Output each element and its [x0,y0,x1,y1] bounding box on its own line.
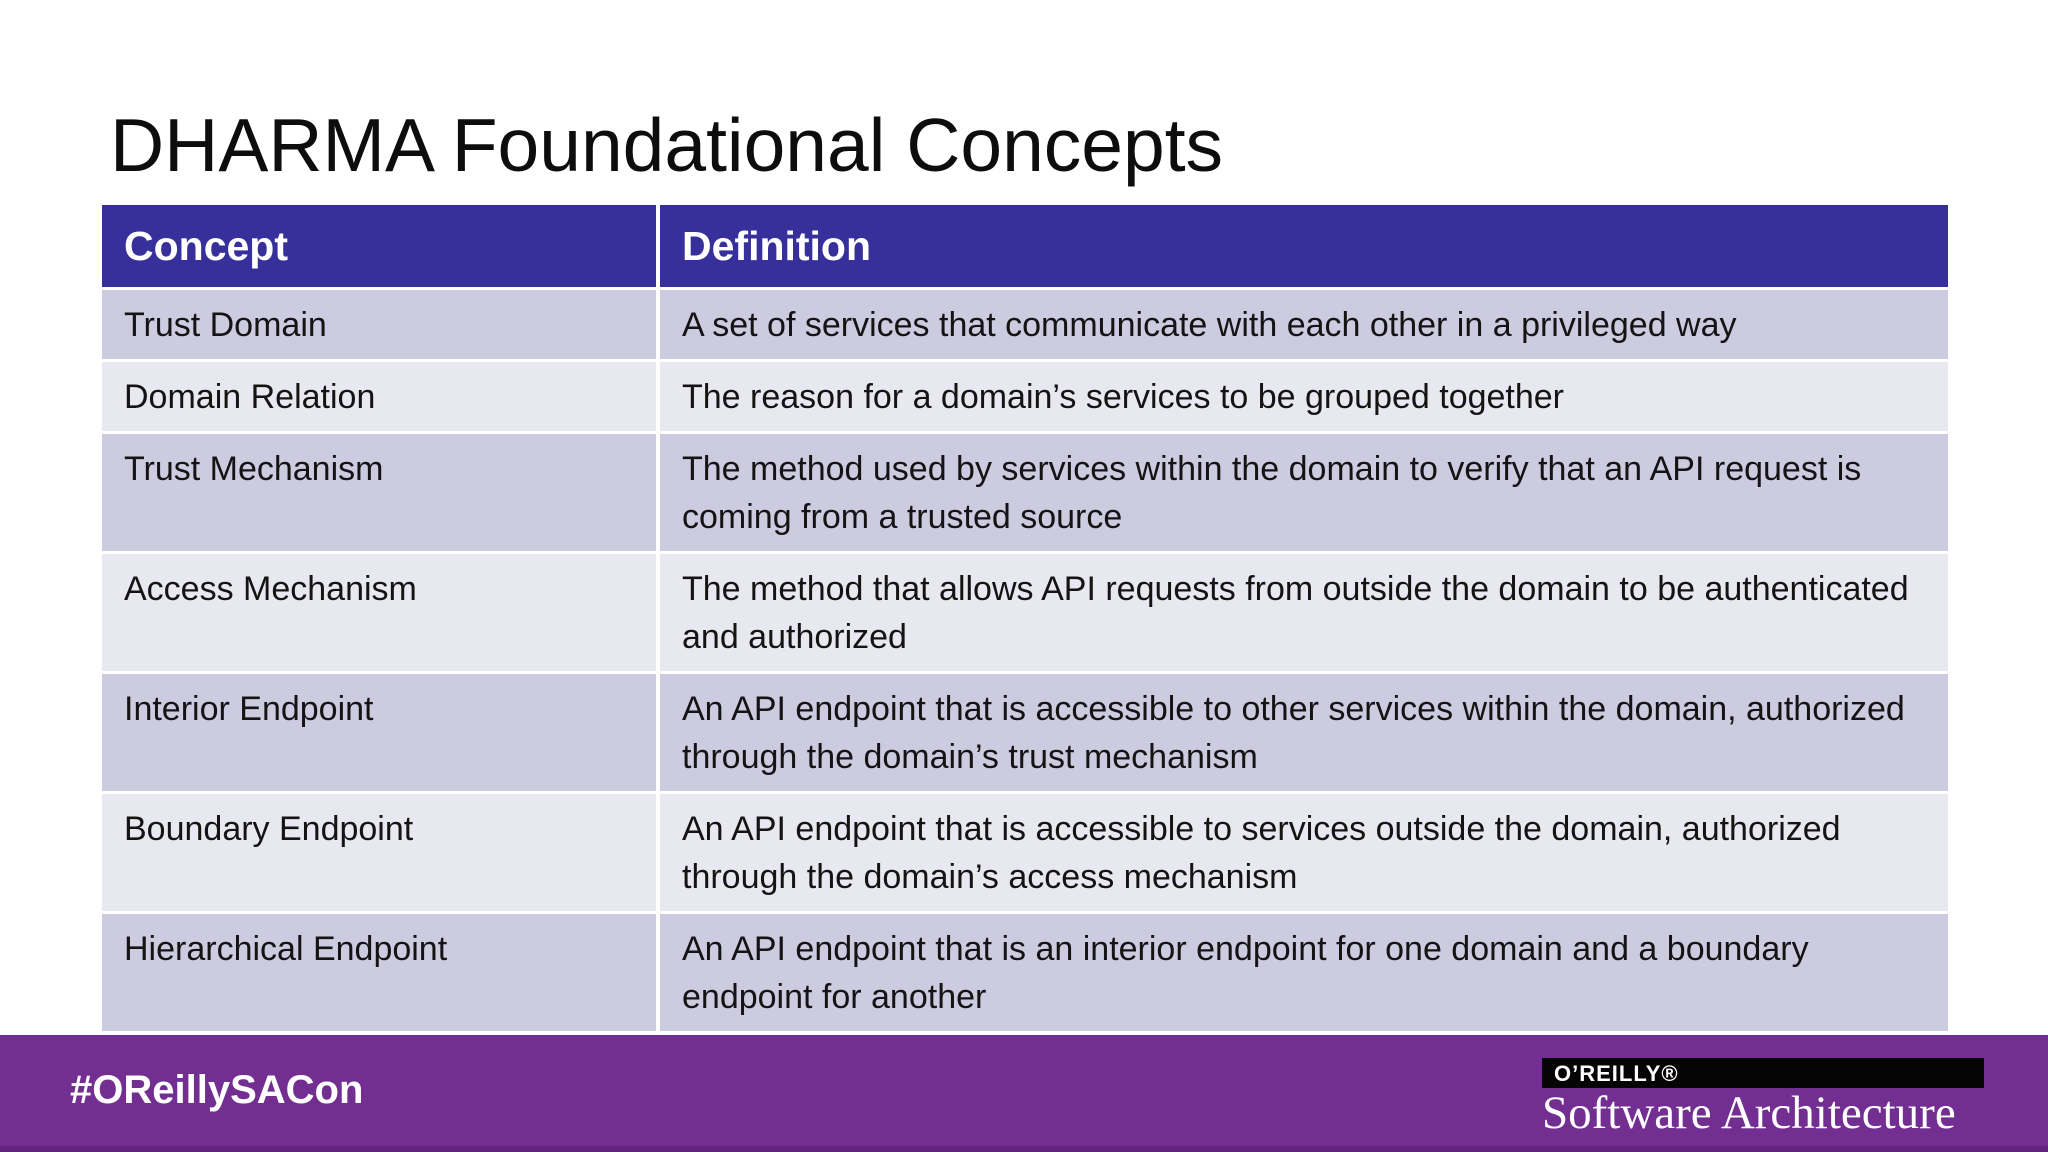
concept-cell: Access Mechanism [102,554,660,674]
concept-cell: Trust Domain [102,290,660,362]
definition-cell: An API endpoint that is accessible to se… [660,794,1948,914]
concept-cell: Boundary Endpoint [102,794,660,914]
table-row: Access Mechanism The method that allows … [102,554,1948,674]
oreilly-product-name: Software Architecture [1542,1087,1956,1139]
table-header-row: Concept Definition [102,205,1948,290]
column-header-definition: Definition [660,205,1948,290]
column-header-concept: Concept [102,205,660,290]
definition-cell: An API endpoint that is an interior endp… [660,914,1948,1031]
definition-cell: The method that allows API requests from… [660,554,1948,674]
concept-cell: Interior Endpoint [102,674,660,794]
table-row: Boundary Endpoint An API endpoint that i… [102,794,1948,914]
table-row: Domain Relation The reason for a domain’… [102,362,1948,434]
concepts-table: Concept Definition Trust Domain A set of… [102,205,1948,1031]
definition-cell: The method used by services within the d… [660,434,1948,554]
definition-cell: An API endpoint that is accessible to ot… [660,674,1948,794]
concept-cell: Hierarchical Endpoint [102,914,660,1031]
table-row: Trust Domain A set of services that comm… [102,290,1948,362]
footer-hashtag: #OReillySACon [70,1068,364,1112]
table-row: Interior Endpoint An API endpoint that i… [102,674,1948,794]
definition-cell: The reason for a domain’s services to be… [660,362,1948,434]
concept-cell: Trust Mechanism [102,434,660,554]
concept-cell: Domain Relation [102,362,660,434]
definition-cell: A set of services that communicate with … [660,290,1948,362]
table-row: Hierarchical Endpoint An API endpoint th… [102,914,1948,1031]
oreilly-brand-bar: O’REILLY® [1542,1058,1984,1088]
table-row: Trust Mechanism The method used by servi… [102,434,1948,554]
oreilly-logo: O’REILLY® Software Architecture [1542,1058,1984,1137]
footer-bar: #OReillySACon O’REILLY® Software Archite… [0,1035,2048,1152]
page-title: DHARMA Foundational Concepts [110,103,1224,188]
